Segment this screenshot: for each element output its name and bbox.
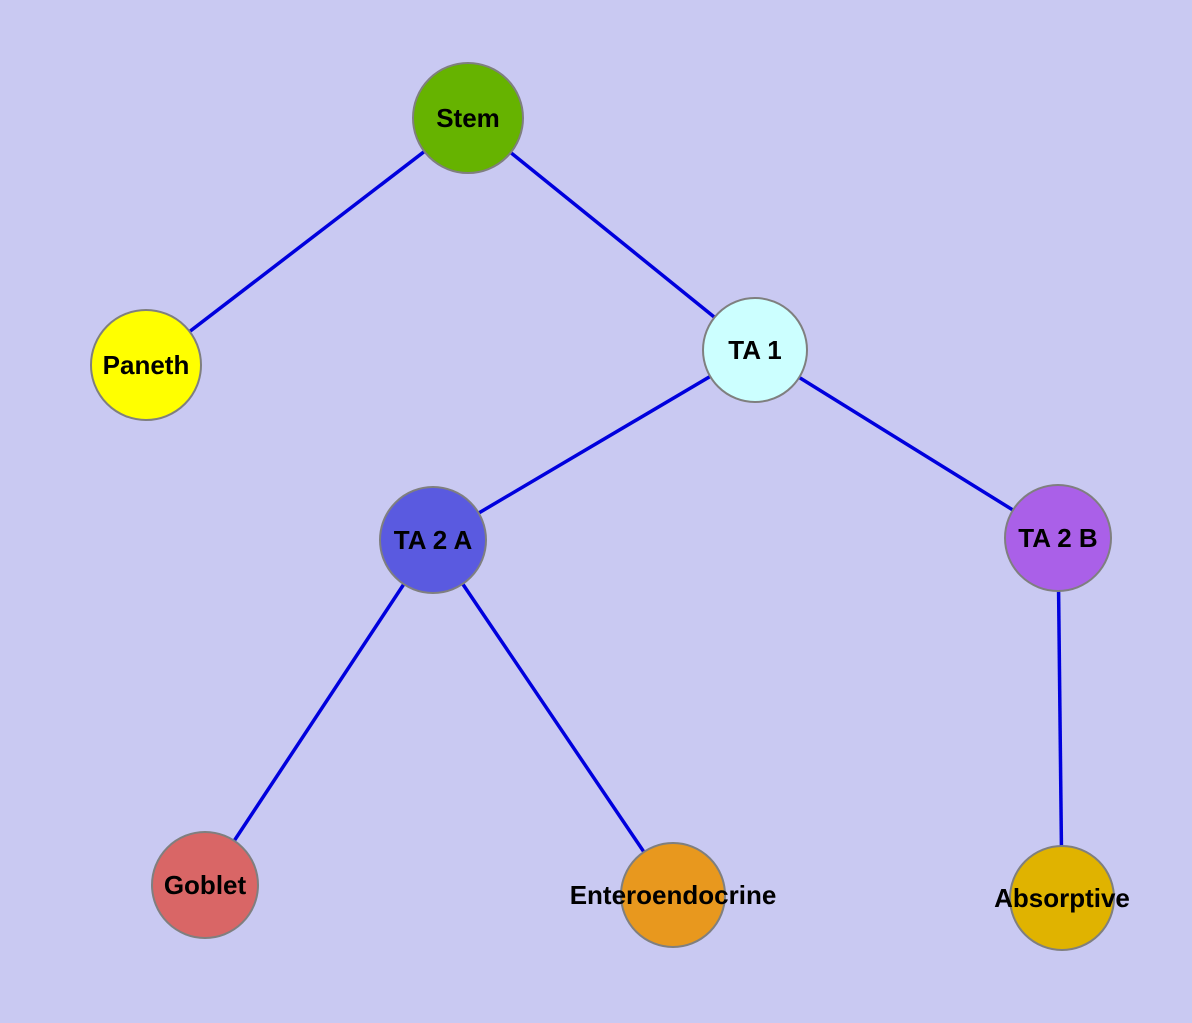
node-circle-paneth[interactable] — [90, 309, 202, 421]
node-ta1[interactable]: TA 1 — [702, 297, 808, 403]
node-stem[interactable]: Stem — [412, 62, 524, 174]
node-goblet[interactable]: Goblet — [151, 831, 259, 939]
node-circle-enteroendocrine[interactable] — [620, 842, 726, 948]
edge-stem-ta1 — [466, 116, 757, 352]
edge-ta2a-enteroendocrine — [431, 539, 675, 896]
edge-ta1-ta2b — [754, 348, 1059, 540]
edge-ta1-ta2a — [432, 348, 756, 542]
node-circle-absorptive[interactable] — [1009, 845, 1115, 951]
node-circle-stem[interactable] — [412, 62, 524, 174]
node-absorptive[interactable]: Absorptive — [994, 845, 1130, 951]
node-circle-goblet[interactable] — [151, 831, 259, 939]
node-circle-ta2a[interactable] — [379, 486, 487, 594]
node-paneth[interactable]: Paneth — [90, 309, 202, 421]
edge-stem-paneth — [144, 116, 470, 367]
node-circle-ta2b[interactable] — [1004, 484, 1112, 592]
edge-ta2a-goblet — [203, 539, 435, 886]
node-enteroendocrine[interactable]: Enteroendocrine — [570, 842, 777, 948]
node-ta2a[interactable]: TA 2 A — [379, 486, 487, 594]
node-circle-ta1[interactable] — [702, 297, 808, 403]
edge-ta2b-absorptive — [1056, 537, 1064, 899]
node-ta2b[interactable]: TA 2 B — [1004, 484, 1112, 592]
